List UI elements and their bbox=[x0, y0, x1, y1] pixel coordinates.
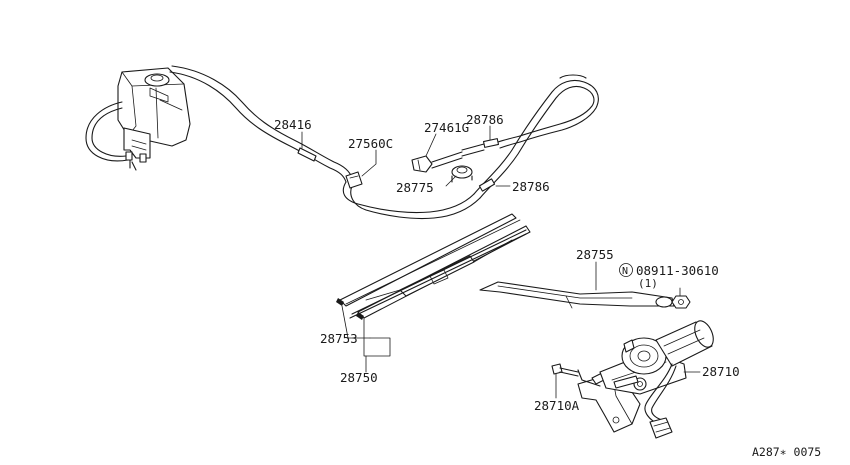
wiper-blade bbox=[336, 213, 531, 320]
nut-08911 bbox=[671, 295, 691, 309]
part-labels: 28416 27560C 27461G 28786 28775 28786 28… bbox=[274, 112, 821, 459]
label-28416: 28416 bbox=[274, 117, 312, 132]
label-28775: 28775 bbox=[396, 180, 434, 195]
label-28786-upper: 28786 bbox=[466, 112, 504, 127]
motor-bolt bbox=[551, 363, 601, 387]
wiper-motor bbox=[577, 320, 714, 439]
label-27560c: 27560C bbox=[348, 136, 393, 151]
label-28710: 28710 bbox=[702, 364, 740, 379]
washer-tank bbox=[117, 67, 191, 171]
label-08911-30610: 08911-30610 bbox=[636, 263, 719, 278]
figure-code: A287∗ 0075 bbox=[752, 445, 821, 459]
label-27461g: 27461G bbox=[424, 120, 469, 135]
hose-joint-lower bbox=[478, 178, 496, 192]
n-symbol: N bbox=[622, 266, 628, 277]
leader-lines bbox=[301, 125, 701, 399]
check-valve bbox=[451, 165, 473, 183]
hose-joint-upper bbox=[461, 138, 500, 157]
label-28710a: 28710A bbox=[534, 398, 580, 413]
n-symbol-circle bbox=[619, 263, 633, 277]
washer-nozzle bbox=[411, 151, 463, 173]
label-28753: 28753 bbox=[320, 331, 358, 346]
connector-27560c bbox=[345, 171, 363, 189]
washer-hose bbox=[85, 65, 599, 220]
label-28755: 28755 bbox=[576, 247, 614, 262]
label-nut-qty: (1) bbox=[638, 277, 658, 290]
label-28786-lower: 28786 bbox=[512, 179, 550, 194]
label-28750: 28750 bbox=[340, 370, 378, 385]
